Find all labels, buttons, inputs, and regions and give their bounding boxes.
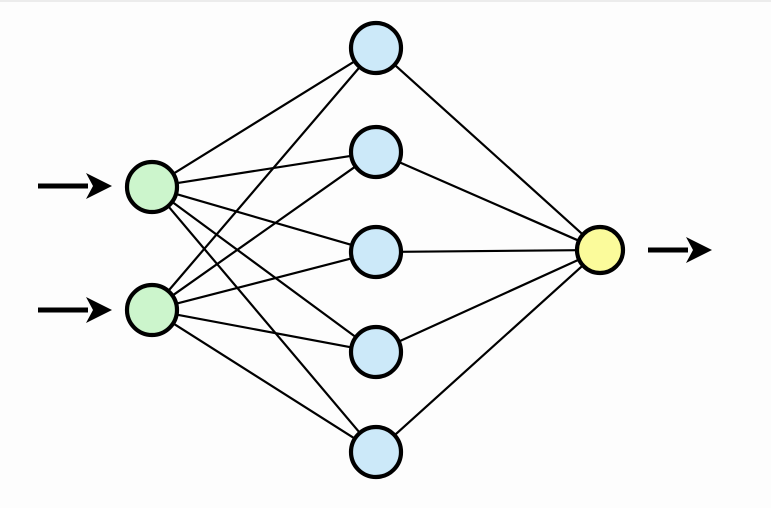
hidden-node-4[interactable]: [348, 324, 404, 380]
arrow-head-icon: [86, 173, 112, 199]
edge-i1-h2: [174, 154, 354, 185]
output-arrow-out1: [648, 237, 712, 263]
edge-i2-h3: [174, 256, 354, 306]
edge-i2-h1: [166, 65, 362, 293]
edge-i1-h4: [170, 200, 358, 339]
edge-i2-h4: [174, 313, 354, 349]
nodes-group: [124, 20, 626, 480]
input-node-2[interactable]: [124, 282, 180, 338]
arrow-head-icon: [686, 237, 712, 263]
edge-h4-o1: [396, 258, 582, 344]
hidden-node-1[interactable]: [348, 20, 404, 76]
edge-i2-h2: [170, 164, 358, 298]
arrow-head-icon: [86, 297, 112, 323]
edge-i1-h5: [166, 204, 362, 435]
edge-i2-h5: [171, 321, 357, 441]
output-node-1[interactable]: [574, 224, 626, 276]
io-arrows-group: [38, 173, 712, 323]
top-edge-rule: [0, 0, 771, 2]
hidden-node-2[interactable]: [348, 124, 404, 180]
input-node-1[interactable]: [124, 159, 180, 215]
edge-h1-o1: [392, 62, 585, 237]
hidden-node-5[interactable]: [348, 424, 404, 480]
input-arrow-in2: [38, 297, 112, 323]
input-arrow-in1: [38, 173, 112, 199]
hidden-node-3[interactable]: [348, 224, 404, 280]
edge-h3-o1: [398, 249, 580, 253]
edge-h2-o1: [396, 160, 581, 243]
edges-group: [166, 59, 585, 441]
edge-i1-h1: [171, 59, 357, 176]
edge-h5-o1: [392, 263, 585, 438]
edge-i1-h3: [173, 192, 355, 247]
